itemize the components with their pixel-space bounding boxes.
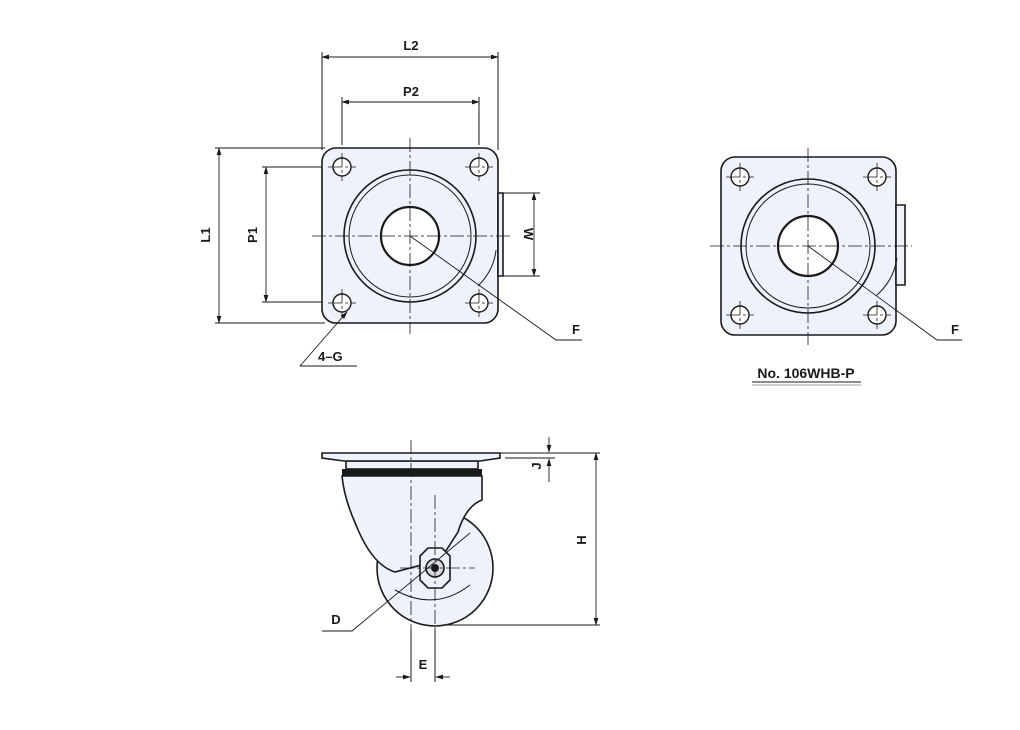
label-f: F (572, 322, 580, 337)
side-view: J H D E (321, 437, 600, 682)
label-4g: 4–G (318, 349, 343, 364)
label-l2: L2 (403, 38, 418, 53)
model-caption: No. 106WHB-P (757, 365, 854, 381)
bearing-ring (342, 469, 482, 476)
wheel-hub-line (394, 584, 471, 601)
label-l1: L1 (198, 227, 213, 242)
top-view-right: F No. 106WHB-P (710, 148, 962, 386)
leader-f (807, 245, 962, 341)
label-p2: P2 (403, 84, 419, 99)
bracket-arc (875, 257, 898, 297)
label-f: F (951, 322, 959, 337)
label-w: W (521, 228, 536, 241)
leader-d (322, 532, 471, 632)
label-p1: P1 (245, 227, 260, 243)
bracket-arc (477, 249, 497, 287)
label-j: J (529, 462, 544, 469)
label-h: H (574, 535, 589, 544)
side-bracket (497, 192, 504, 277)
leader-g (299, 311, 348, 367)
leader-f (409, 235, 582, 341)
fork-body (341, 475, 483, 573)
label-e: E (419, 657, 428, 672)
top-view-left: L2 P2 L1 P1 W F 4–G (198, 38, 582, 367)
label-d: D (331, 612, 340, 627)
swivel-neck (345, 460, 479, 470)
side-bracket (895, 204, 906, 286)
